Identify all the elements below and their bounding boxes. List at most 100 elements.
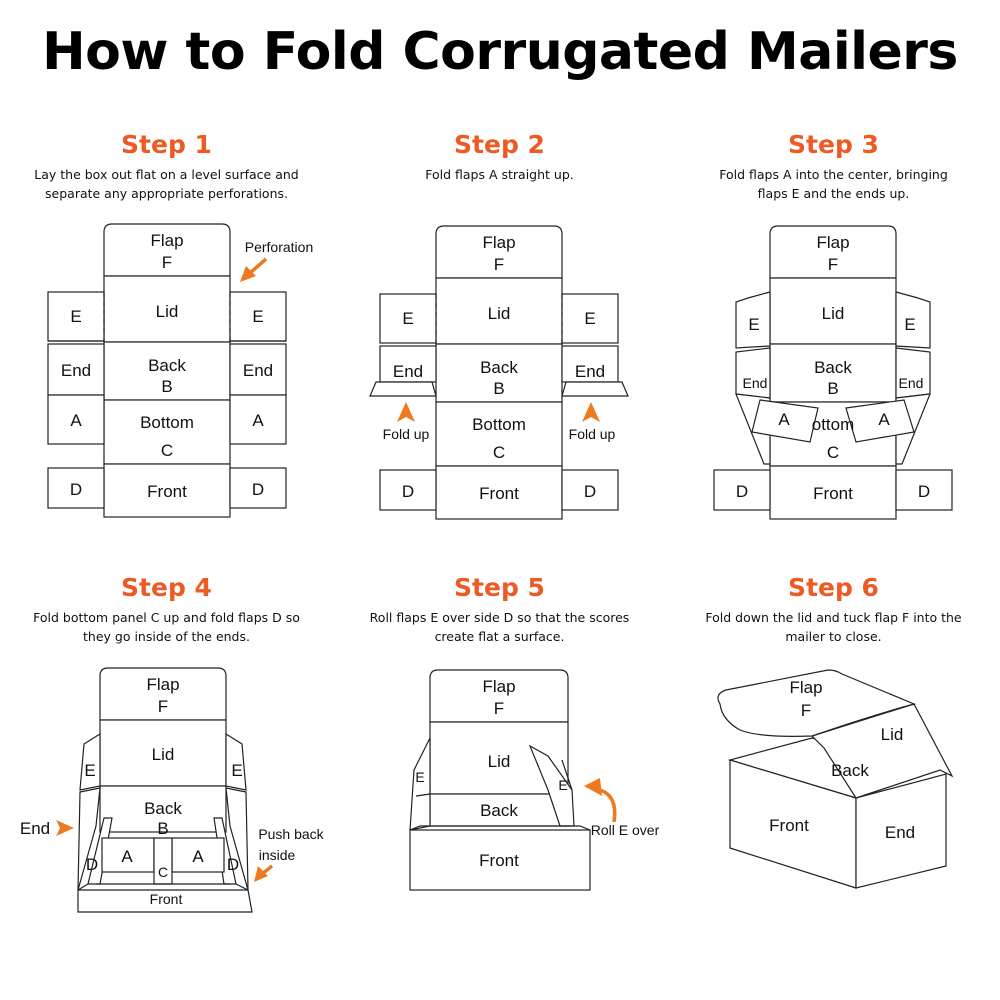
front-panel: [77, 889, 253, 913]
label-bottom: Bottom: [472, 415, 526, 434]
label-end-left: End: [393, 362, 423, 381]
flap-a-left: [47, 394, 105, 445]
label-front: Front: [813, 484, 853, 503]
roll-arrow-icon: [584, 778, 617, 823]
flap-f-panel: [435, 225, 563, 279]
label-d-right: D: [918, 482, 930, 501]
step-1-desc-line-1: Lay the box out flat on a level surface …: [34, 167, 299, 182]
label-end-right: End: [575, 362, 605, 381]
label-b: B: [161, 377, 172, 396]
step-3-desc-line-1: Fold flaps A into the center, bringing: [719, 167, 948, 182]
label-f: F: [801, 701, 811, 720]
label-a-left: A: [778, 410, 790, 429]
label-back: Back: [148, 356, 186, 375]
fold-up-arrow-right-icon: [582, 402, 600, 422]
label-f: F: [828, 255, 838, 274]
flap-a-right: [171, 837, 225, 873]
label-end-left: End: [61, 361, 91, 380]
front-panel: [103, 463, 231, 518]
flap-e-left: [379, 293, 437, 344]
flap-d-left: [379, 469, 437, 511]
step-1-title: Step 1: [121, 130, 212, 159]
label-d-right: D: [584, 482, 596, 501]
label-end: End: [20, 819, 50, 838]
label-perforation: Perforation: [245, 239, 313, 255]
step-4-title: Step 4: [121, 573, 212, 602]
label-end-left: End: [743, 375, 768, 391]
step-4-description: Fold bottom panel C up and fold flaps D …: [18, 608, 315, 646]
flap-d-left: [47, 467, 105, 509]
flap-a-right-center: [845, 399, 915, 443]
label-e-right: E: [584, 309, 595, 328]
label-e-left: E: [415, 769, 424, 785]
label-a-right: A: [192, 847, 204, 866]
lid-panel: [435, 277, 563, 345]
flap-f-panel: [717, 669, 916, 737]
flap-a-left-folded: [369, 381, 437, 397]
page-title: How to Fold Corrugated Mailers: [42, 22, 958, 82]
label-e-right: E: [231, 761, 242, 780]
label-a-left: A: [70, 411, 82, 430]
step-3-title: Step 3: [788, 130, 879, 159]
flap-d-left: [713, 469, 771, 511]
label-flap: Flap: [146, 675, 179, 694]
label-fold-up-right: Fold up: [569, 426, 616, 442]
label-front: Front: [769, 816, 809, 835]
step-2-description: Fold flaps A straight up.: [351, 165, 648, 184]
end-right: [225, 787, 249, 891]
label-roll-e-over: Roll E over: [591, 822, 660, 838]
step-5-desc-line-1: Roll flaps E over side D so that the sco…: [369, 610, 630, 625]
label-flap: Flap: [150, 231, 183, 250]
label-lid: Lid: [881, 725, 904, 744]
label-push-back-1: Push back: [258, 826, 324, 842]
label-f: F: [494, 699, 504, 718]
label-f: F: [158, 697, 168, 716]
flap-a-left-center: [751, 399, 819, 443]
flap-f-panel: [429, 669, 569, 723]
label-f: F: [494, 255, 504, 274]
step-5-description: Roll flaps E over side D so that the sco…: [351, 608, 648, 646]
label-front: Front: [479, 851, 519, 870]
step-3-description: Fold flaps A into the center, bringing f…: [685, 165, 982, 203]
label-front: Front: [147, 482, 187, 501]
label-end: End: [885, 823, 915, 842]
end-left: [77, 787, 101, 891]
flap-d-right: [229, 467, 287, 509]
bottom-panel: [103, 399, 231, 465]
back-panel: [103, 341, 231, 401]
step-5-title: Step 5: [454, 573, 545, 602]
step-2: Step 2 Fold flaps A straight up.: [333, 130, 666, 184]
step-6-desc-line-2: mailer to close.: [785, 629, 882, 644]
label-a-right: A: [252, 411, 264, 430]
label-flap: Flap: [789, 678, 822, 697]
flap-e-left: [735, 291, 771, 349]
label-lid: Lid: [152, 745, 175, 764]
label-fold-up-left: Fold up: [383, 426, 430, 442]
label-flap: Flap: [816, 233, 849, 252]
flap-e-right: [229, 291, 287, 342]
label-end-right: End: [899, 375, 924, 391]
step-6-title: Step 6: [788, 573, 879, 602]
step-1: Step 1 Lay the box out flat on a level s…: [0, 130, 333, 203]
label-back: Back: [814, 358, 852, 377]
flap-e-right: [561, 293, 619, 344]
end-right: [561, 345, 619, 383]
lid-panel: [103, 275, 231, 343]
label-end-right: End: [243, 361, 273, 380]
label-d-right: D: [252, 480, 264, 499]
label-back: Back: [831, 761, 869, 780]
label-a-left: A: [121, 847, 133, 866]
flap-f-panel: [103, 223, 231, 277]
step-6-description: Fold down the lid and tuck flap F into t…: [685, 608, 982, 646]
label-lid: Lid: [156, 302, 179, 321]
step-4-desc-line-1: Fold bottom panel C up and fold flaps D …: [33, 610, 300, 625]
flap-a-right-folded: [561, 381, 629, 397]
label-b: B: [827, 379, 838, 398]
label-push-back-2: inside: [259, 847, 296, 863]
label-bottom-partial: ottom: [812, 415, 855, 434]
label-b: B: [493, 379, 504, 398]
lid-panel: [99, 719, 227, 787]
